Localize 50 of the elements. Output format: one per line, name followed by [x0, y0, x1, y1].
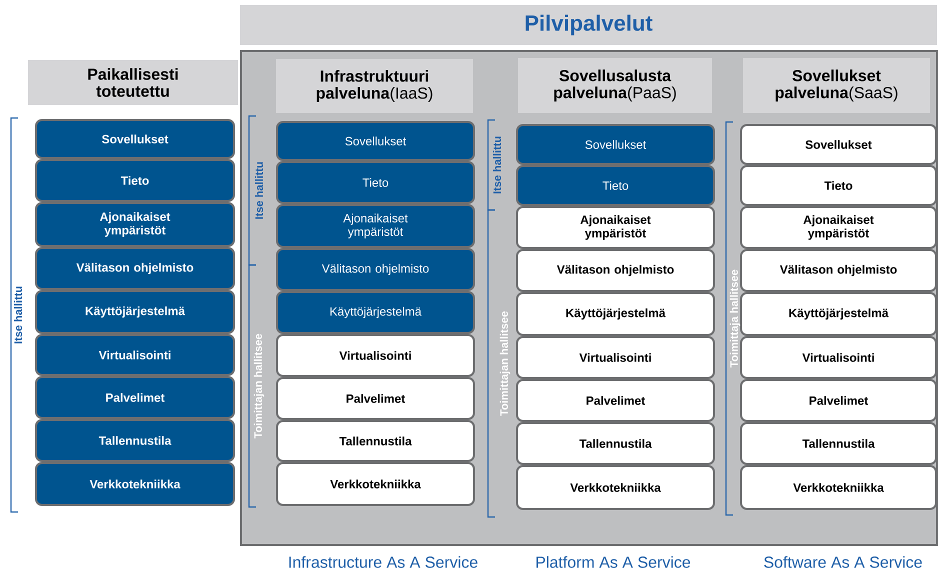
- layer-box: Sovellukset: [35, 119, 235, 159]
- layer-box: Palvelimet: [516, 379, 715, 422]
- bracket-label: Itse hallittu: [492, 136, 502, 194]
- layer-box: Tallennustila: [35, 419, 235, 462]
- bracket-label: Toimittaja hallitsee: [730, 270, 740, 368]
- layer-box: Palvelimet: [740, 379, 937, 422]
- title-band: Pilvipalvelut: [240, 5, 937, 45]
- column-header: Sovellukset palveluna(SaaS): [743, 58, 930, 113]
- layer-box: Tieto: [740, 165, 937, 206]
- layer-box: Tieto: [516, 165, 715, 206]
- layer-box: Ajonaikaiset ympäristöt: [740, 206, 937, 249]
- bracket-label: Itse hallittu: [254, 162, 264, 219]
- layer-box: Välitason ohjelmisto: [276, 248, 475, 291]
- layer-box: Käyttöjärjestelmä: [516, 292, 715, 336]
- layer-box: Tieto: [276, 161, 475, 204]
- service-label: Platform As A Service: [536, 556, 690, 568]
- layer-box: Tieto: [35, 159, 235, 202]
- layer-box: Ajonaikaiset ympäristöt: [516, 206, 715, 249]
- layer-box: Verkkotekniikka: [276, 462, 475, 506]
- layer-box: Tallennustila: [740, 422, 937, 465]
- layer-box: Verkkotekniikka: [516, 465, 715, 510]
- layer-box: Ajonaikaiset ympäristöt: [35, 202, 235, 247]
- layer-box: Käyttöjärjestelmä: [276, 291, 475, 334]
- bracket-label: Itse hallittu: [14, 286, 22, 344]
- layer-box: Virtualisointi: [276, 334, 475, 377]
- column-header: Infrastruktuuri palveluna(IaaS): [276, 59, 473, 113]
- layer-box: Virtualisointi: [516, 336, 715, 379]
- layer-box: Välitason ohjelmisto: [35, 247, 235, 290]
- layer-box: Palvelimet: [35, 376, 235, 419]
- layer-box: Ajonaikaiset ympäristöt: [276, 204, 475, 248]
- layer-box: Käyttöjärjestelmä: [740, 292, 937, 336]
- layer-box: Välitason ohjelmisto: [740, 249, 937, 292]
- service-label: Infrastructure As A Service: [289, 556, 478, 568]
- layer-box: Virtualisointi: [35, 334, 235, 376]
- layer-box: Välitason ohjelmisto: [516, 249, 715, 292]
- column-header: Paikallisesti toteutettu: [28, 60, 238, 105]
- layer-box: Tallennustila: [276, 420, 475, 462]
- layer-box: Sovellukset: [516, 124, 715, 165]
- service-label: Software As A Service: [764, 556, 922, 568]
- bracket-label: Toimittajan hallitsee: [500, 311, 510, 416]
- layer-box: Sovellukset: [740, 124, 937, 165]
- layer-box: Virtualisointi: [740, 336, 937, 379]
- layer-box: Tallennustila: [516, 422, 715, 465]
- layer-box: Verkkotekniikka: [35, 462, 235, 506]
- layer-box: Sovellukset: [276, 121, 475, 161]
- layer-box: Verkkotekniikka: [740, 465, 937, 510]
- column-header: Sovellusalusta palveluna(PaaS): [518, 58, 712, 113]
- layer-box: Käyttöjärjestelmä: [35, 290, 235, 334]
- layer-box: Palvelimet: [276, 377, 475, 420]
- bracket-label: Toimittajan hallitsee: [254, 334, 264, 438]
